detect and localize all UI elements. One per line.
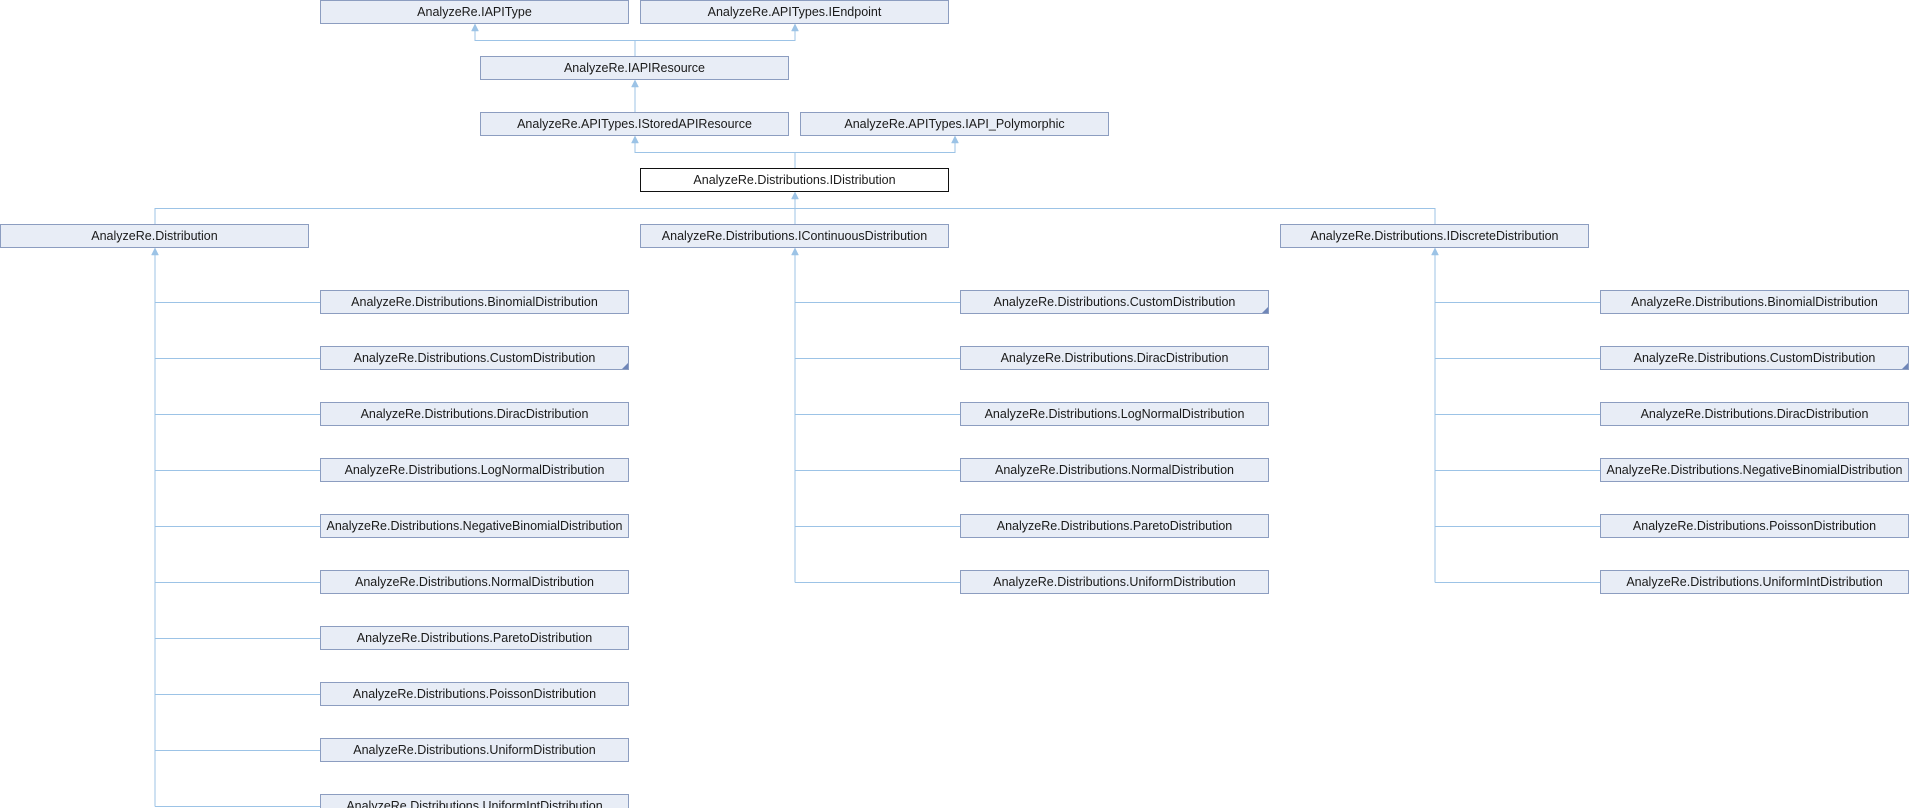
edge-dist-idist xyxy=(154,199,796,224)
arrowhead-top-ipoly xyxy=(951,135,959,144)
node-iapitype[interactable]: AnalyzeRe.IAPIType xyxy=(320,0,629,24)
arrowhead-top-iapitype xyxy=(471,23,479,32)
edge-idist-ipoly xyxy=(794,143,956,168)
node-d2[interactable]: AnalyzeRe.Distributions.CustomDistributi… xyxy=(320,346,629,370)
node-d5[interactable]: AnalyzeRe.Distributions.NegativeBinomial… xyxy=(320,514,629,538)
fold-corner-icon xyxy=(622,363,628,369)
fold-corner-icon xyxy=(1262,307,1268,313)
node-x5[interactable]: AnalyzeRe.Distributions.PoissonDistribut… xyxy=(1600,514,1909,538)
node-x4[interactable]: AnalyzeRe.Distributions.NegativeBinomial… xyxy=(1600,458,1909,482)
node-c3[interactable]: AnalyzeRe.Distributions.LogNormalDistrib… xyxy=(960,402,1269,426)
edge-iapiresource-iapitype xyxy=(474,31,636,56)
node-d6[interactable]: AnalyzeRe.Distributions.NormalDistributi… xyxy=(320,570,629,594)
arrowhead-dist xyxy=(151,247,159,256)
node-x2[interactable]: AnalyzeRe.Distributions.CustomDistributi… xyxy=(1600,346,1909,370)
node-d4[interactable]: AnalyzeRe.Distributions.LogNormalDistrib… xyxy=(320,458,629,482)
node-d1[interactable]: AnalyzeRe.Distributions.BinomialDistribu… xyxy=(320,290,629,314)
node-iapiresource[interactable]: AnalyzeRe.IAPIResource xyxy=(480,56,789,80)
arrowhead-top-idist xyxy=(791,191,799,200)
edge-idisc-idist xyxy=(794,199,1436,224)
fold-corner-icon xyxy=(1902,363,1908,369)
node-x6[interactable]: AnalyzeRe.Distributions.UniformIntDistri… xyxy=(1600,570,1909,594)
node-idisc[interactable]: AnalyzeRe.Distributions.IDiscreteDistrib… xyxy=(1280,224,1589,248)
node-icont[interactable]: AnalyzeRe.Distributions.IContinuousDistr… xyxy=(640,224,949,248)
arrowhead-icont xyxy=(791,247,799,256)
node-c4[interactable]: AnalyzeRe.Distributions.NormalDistributi… xyxy=(960,458,1269,482)
node-d10[interactable]: AnalyzeRe.Distributions.UniformIntDistri… xyxy=(320,794,629,808)
node-istored[interactable]: AnalyzeRe.APITypes.IStoredAPIResource xyxy=(480,112,789,136)
node-idist: AnalyzeRe.Distributions.IDistribution xyxy=(640,168,949,192)
arrowhead-idisc xyxy=(1431,247,1439,256)
node-d9[interactable]: AnalyzeRe.Distributions.UniformDistribut… xyxy=(320,738,629,762)
node-x1[interactable]: AnalyzeRe.Distributions.BinomialDistribu… xyxy=(1600,290,1909,314)
node-d8[interactable]: AnalyzeRe.Distributions.PoissonDistribut… xyxy=(320,682,629,706)
edge-iapiresource-iendpoint xyxy=(634,31,796,56)
node-c2[interactable]: AnalyzeRe.Distributions.DiracDistributio… xyxy=(960,346,1269,370)
node-c5[interactable]: AnalyzeRe.Distributions.ParetoDistributi… xyxy=(960,514,1269,538)
node-dist[interactable]: AnalyzeRe.Distribution xyxy=(0,224,309,248)
edge-idist-istored xyxy=(634,143,796,168)
arrowhead-top-iendpoint xyxy=(791,23,799,32)
node-d7[interactable]: AnalyzeRe.Distributions.ParetoDistributi… xyxy=(320,626,629,650)
node-iendpoint[interactable]: AnalyzeRe.APITypes.IEndpoint xyxy=(640,0,949,24)
node-x3[interactable]: AnalyzeRe.Distributions.DiracDistributio… xyxy=(1600,402,1909,426)
node-ipoly[interactable]: AnalyzeRe.APITypes.IAPI_Polymorphic xyxy=(800,112,1109,136)
arrowhead-top-istored xyxy=(631,135,639,144)
arrowhead-top-iapiresource xyxy=(631,79,639,88)
node-c6[interactable]: AnalyzeRe.Distributions.UniformDistribut… xyxy=(960,570,1269,594)
node-c1[interactable]: AnalyzeRe.Distributions.CustomDistributi… xyxy=(960,290,1269,314)
node-d3[interactable]: AnalyzeRe.Distributions.DiracDistributio… xyxy=(320,402,629,426)
